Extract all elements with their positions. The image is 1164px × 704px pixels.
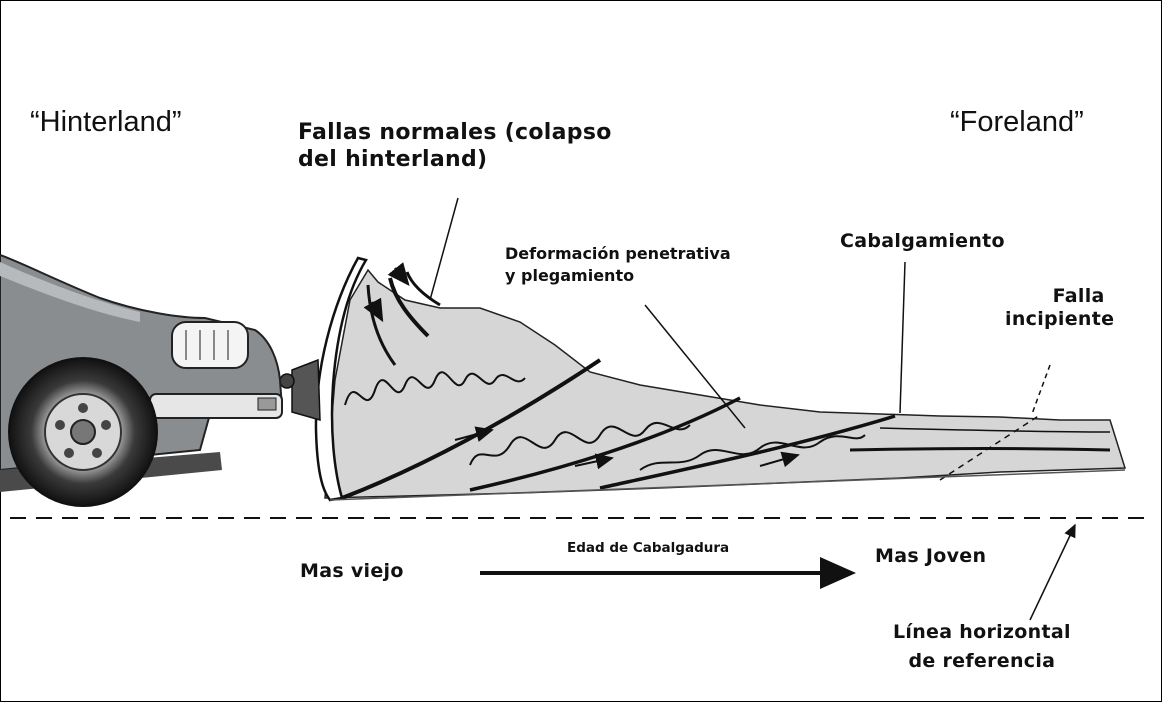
penetrative-label-line1: Deformación penetrativa [505, 244, 731, 263]
older-label: Mas viejo [300, 560, 404, 582]
penetrative-label-line2: y plegamiento [505, 266, 635, 286]
leader-lines [429, 197, 1076, 621]
incipient-fault-label: Falla incipiente [1005, 285, 1114, 331]
reference-line-label-line1: Línea horizontal [893, 621, 1071, 643]
car-icon [0, 253, 284, 507]
normal-faults-label-line1: Fallas normales (colapso [298, 120, 612, 145]
incipient-fault-label-line2: incipiente [1005, 308, 1115, 331]
thrust-age-label: Edad de Cabalgadura [567, 540, 730, 556]
thrust-faults [341, 358, 1111, 500]
reference-line-label: Línea horizontal de referencia [893, 618, 1071, 677]
reference-line-label-line2: de referencia [908, 650, 1056, 673]
younger-label: Mas Joven [875, 545, 987, 567]
penetrative-label: Deformación penetrativa y plegamiento [505, 243, 731, 288]
hinterland-label: “Hinterland” [30, 106, 182, 138]
folds [344, 371, 866, 471]
decollement [329, 469, 1126, 501]
normal-faults [363, 262, 441, 366]
normal-faults-label: Fallas normales (colapso del hinterland) [298, 120, 612, 174]
thrust-label: Cabalgamiento [840, 230, 1005, 252]
thrust-wedge [324, 268, 1127, 499]
incipient-fault-label-line1: Falla [1052, 285, 1105, 307]
normal-faults-label-line2: del hinterland) [298, 146, 488, 172]
foreland-label: “Foreland” [950, 106, 1084, 138]
bulldozer-blade-icon [279, 256, 368, 502]
slip-arrows [454, 426, 800, 470]
